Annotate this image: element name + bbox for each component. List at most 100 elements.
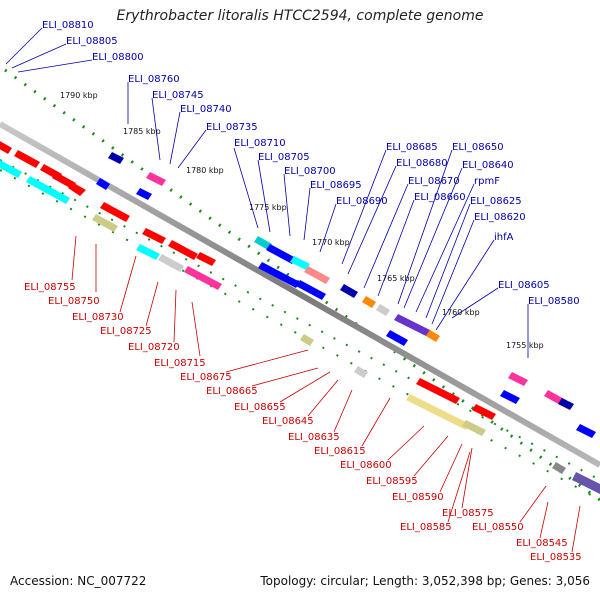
leader-line	[119, 255, 137, 313]
gene-arrow	[0, 141, 12, 154]
gene-label-reverse: ELI_08595	[366, 476, 418, 487]
gene-label-reverse: ELI_08600	[340, 460, 392, 471]
kbp-tick-label: 1775 kbp	[249, 203, 287, 212]
gene-arrow	[168, 240, 198, 260]
leader-line	[519, 485, 547, 523]
gene-label-forward: ELI_08700	[284, 166, 336, 177]
leader-line	[307, 379, 339, 417]
gene-label-forward: ELI_08735	[206, 122, 258, 133]
leader-line	[387, 425, 425, 461]
leader-line	[347, 165, 397, 275]
gene-arrow	[508, 372, 528, 386]
gene-label-forward: ELI_08800	[92, 52, 144, 63]
gene-label-reverse: ELI_08675	[180, 372, 232, 383]
leader-line	[403, 167, 463, 309]
gene-arrow	[416, 378, 460, 404]
kbp-tick-labels: 1790 kbp 1785 kbp 1780 kbp 1775 kbp 1770…	[60, 91, 544, 350]
gene-label-reverse: ELI_08750	[48, 296, 100, 307]
leader-line	[431, 219, 475, 325]
gene-arrow	[558, 398, 574, 410]
leader-line	[397, 149, 453, 305]
leader-line	[233, 147, 259, 229]
gene-arrow	[462, 420, 486, 436]
gene-label-reverse: ELI_08725	[100, 326, 152, 337]
gene-arrow	[394, 314, 430, 336]
gene-label-forward: ELI_08650	[452, 142, 504, 153]
gene-label-forward: rpmF	[474, 176, 500, 187]
leader-line	[363, 183, 409, 289]
kbp-tick-label: 1770 kbp	[312, 238, 350, 247]
gene-arrow	[472, 404, 496, 420]
leader-line	[225, 349, 309, 373]
gene-arrow	[184, 266, 222, 290]
gene-label-forward: ELI_08705	[258, 152, 310, 163]
gene-arrow	[0, 160, 22, 178]
gene-label-reverse: ELI_08585	[400, 522, 452, 533]
gene-arrow	[26, 176, 70, 204]
leader-line	[169, 111, 181, 165]
leader-line	[251, 367, 319, 387]
gene-arrow	[340, 284, 358, 298]
gene-label-reverse: ELI_08720	[128, 342, 180, 353]
leader-line	[279, 371, 331, 403]
gene-label-reverse: ELI_08655	[234, 402, 286, 413]
leader-line	[177, 129, 207, 169]
gene-label-forward: ELI_08810	[42, 20, 94, 31]
leader-line	[145, 281, 159, 327]
leader-line	[257, 159, 271, 233]
leader-line	[319, 203, 337, 253]
gene-label-reverse: ELI_08715	[154, 358, 206, 369]
gene-arrow	[14, 150, 40, 168]
gene-arrow	[386, 330, 408, 346]
gene-features	[0, 141, 600, 494]
leader-line	[451, 287, 499, 319]
leader-line	[461, 447, 473, 509]
gene-arrow	[92, 214, 118, 232]
gene-arrow	[254, 236, 272, 250]
gene-arrow	[290, 256, 310, 270]
gene-label-forward: ELI_08625	[470, 196, 522, 207]
gene-arrow	[266, 244, 296, 264]
gene-arrow	[376, 304, 390, 316]
leader-line	[439, 443, 463, 493]
leader-line	[571, 505, 581, 553]
leader-line	[5, 27, 43, 65]
gene-label-forward: ELI_08620	[474, 212, 526, 223]
gene-arrow	[258, 262, 300, 288]
leader-line	[447, 451, 471, 523]
leader-line	[435, 239, 495, 331]
accession-text: Accession: NC_007722	[10, 574, 147, 588]
gene-label-forward: ELI_08640	[462, 160, 514, 171]
gene-label-reverse: ELI_08545	[516, 538, 568, 549]
gene-arrow	[300, 334, 314, 346]
leader-line	[377, 199, 415, 297]
leader-line	[303, 187, 311, 241]
gene-arrow	[52, 172, 76, 189]
gene-arrow	[572, 472, 600, 494]
map-title: Erythrobacter litoralis HTCC2594, comple…	[116, 8, 484, 24]
gene-arrow	[500, 390, 520, 404]
leader-line	[151, 97, 161, 161]
gene-arrow	[426, 330, 440, 342]
kbp-tick-label: 1765 kbp	[377, 274, 415, 283]
leader-line	[173, 289, 177, 343]
gene-arrow	[108, 152, 124, 164]
kbp-tick-label: 1755 kbp	[506, 341, 544, 350]
tick-track-forward	[0, 159, 600, 481]
gene-label-forward: ELI_08740	[180, 104, 232, 115]
leader-line	[341, 149, 387, 265]
gene-label-forward: ELI_08680	[396, 158, 448, 169]
gene-label-forward: ihfA	[494, 232, 514, 243]
reverse-gene-labels: ELI_08755 ELI_08750 ELI_08730 ELI_08725 …	[24, 235, 582, 563]
gene-label-reverse: ELI_08665	[206, 386, 258, 397]
gene-label-forward: ELI_08805	[66, 36, 118, 47]
gene-arrow	[96, 178, 110, 190]
gene-label-forward: ELI_08690	[336, 196, 388, 207]
gene-arrow	[158, 254, 184, 272]
leader-line	[333, 389, 353, 433]
leader-line	[425, 203, 471, 319]
gene-label-forward: ELI_08745	[152, 90, 204, 101]
gene-label-reverse: ELI_08550	[472, 522, 524, 533]
kbp-tick-label: 1780 kbp	[186, 166, 224, 175]
